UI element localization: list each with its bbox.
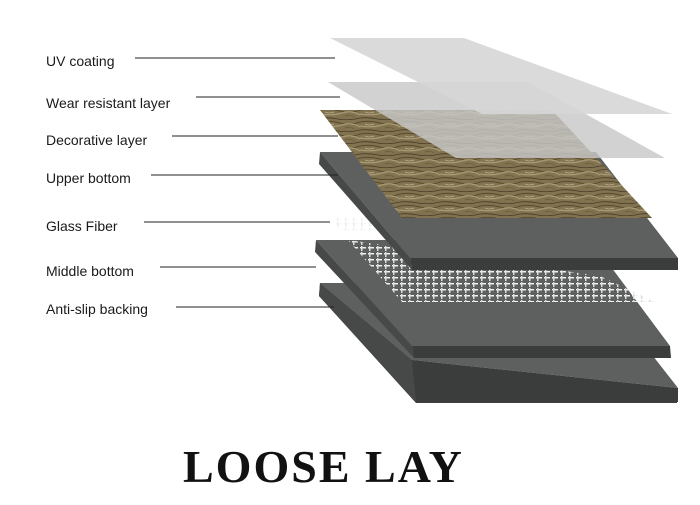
- label-decorative-layer: Decorative layer: [46, 132, 147, 148]
- layer-uv-coating: [330, 38, 672, 114]
- label-anti-slip-backing: Anti-slip backing: [46, 301, 148, 317]
- diagram-title: LOOSE LAY: [183, 441, 464, 492]
- label-uv-coating: UV coating: [46, 53, 114, 69]
- label-glass-fiber: Glass Fiber: [46, 218, 118, 234]
- label-wear-resistant-layer: Wear resistant layer: [46, 95, 171, 111]
- label-upper-bottom: Upper bottom: [46, 170, 131, 186]
- leader-lines: [135, 57, 340, 308]
- label-middle-bottom: Middle bottom: [46, 263, 134, 279]
- layer-wear-resistant: [328, 82, 665, 158]
